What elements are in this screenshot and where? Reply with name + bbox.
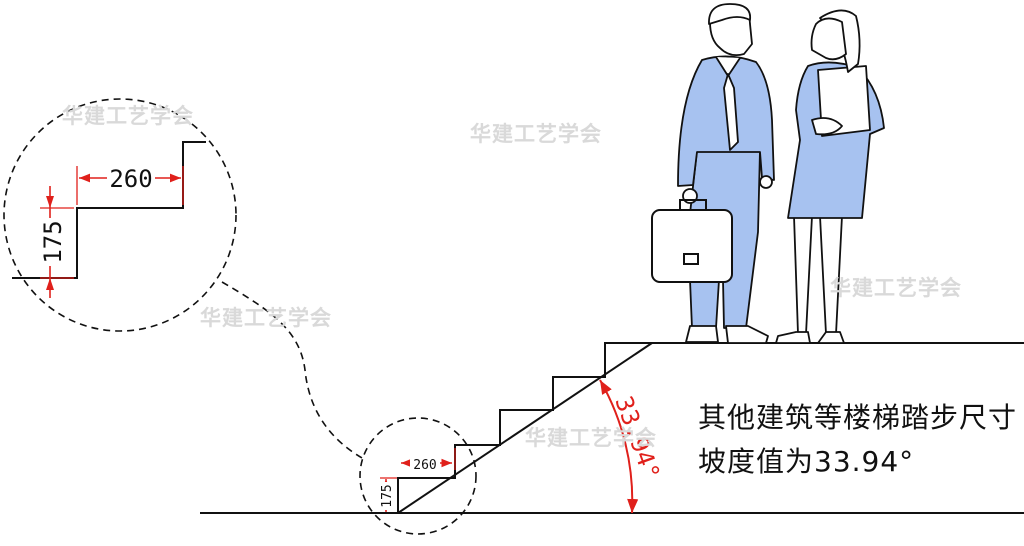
- slope-line: [397, 342, 653, 514]
- caption-line-2: 坡度值为33.94°: [698, 445, 915, 478]
- stair-profile: [397, 342, 1024, 513]
- detail-connector: [221, 281, 363, 459]
- small-detail-circle: [359, 417, 477, 535]
- angle-arc: [599, 379, 639, 514]
- watermark-1: 华建工艺学会: [62, 104, 194, 128]
- watermark-3: 华建工艺学会: [200, 306, 332, 330]
- briefcase: [651, 199, 733, 283]
- watermark-2: 华建工艺学会: [470, 122, 602, 146]
- caption-line-1: 其他建筑等楼梯踏步尺寸: [698, 401, 1018, 434]
- tread-label: 260: [109, 165, 152, 193]
- woman-figure: [775, 9, 885, 344]
- large-detail-circle: [3, 98, 237, 332]
- man-figure: [677, 3, 775, 344]
- small-riser-label: 175: [380, 484, 395, 507]
- small-tread-label: 260: [413, 458, 436, 473]
- watermark-4: 华建工艺学会: [830, 276, 962, 300]
- riser-label: 175: [39, 220, 67, 263]
- watermark-5: 华建工艺学会: [525, 426, 657, 450]
